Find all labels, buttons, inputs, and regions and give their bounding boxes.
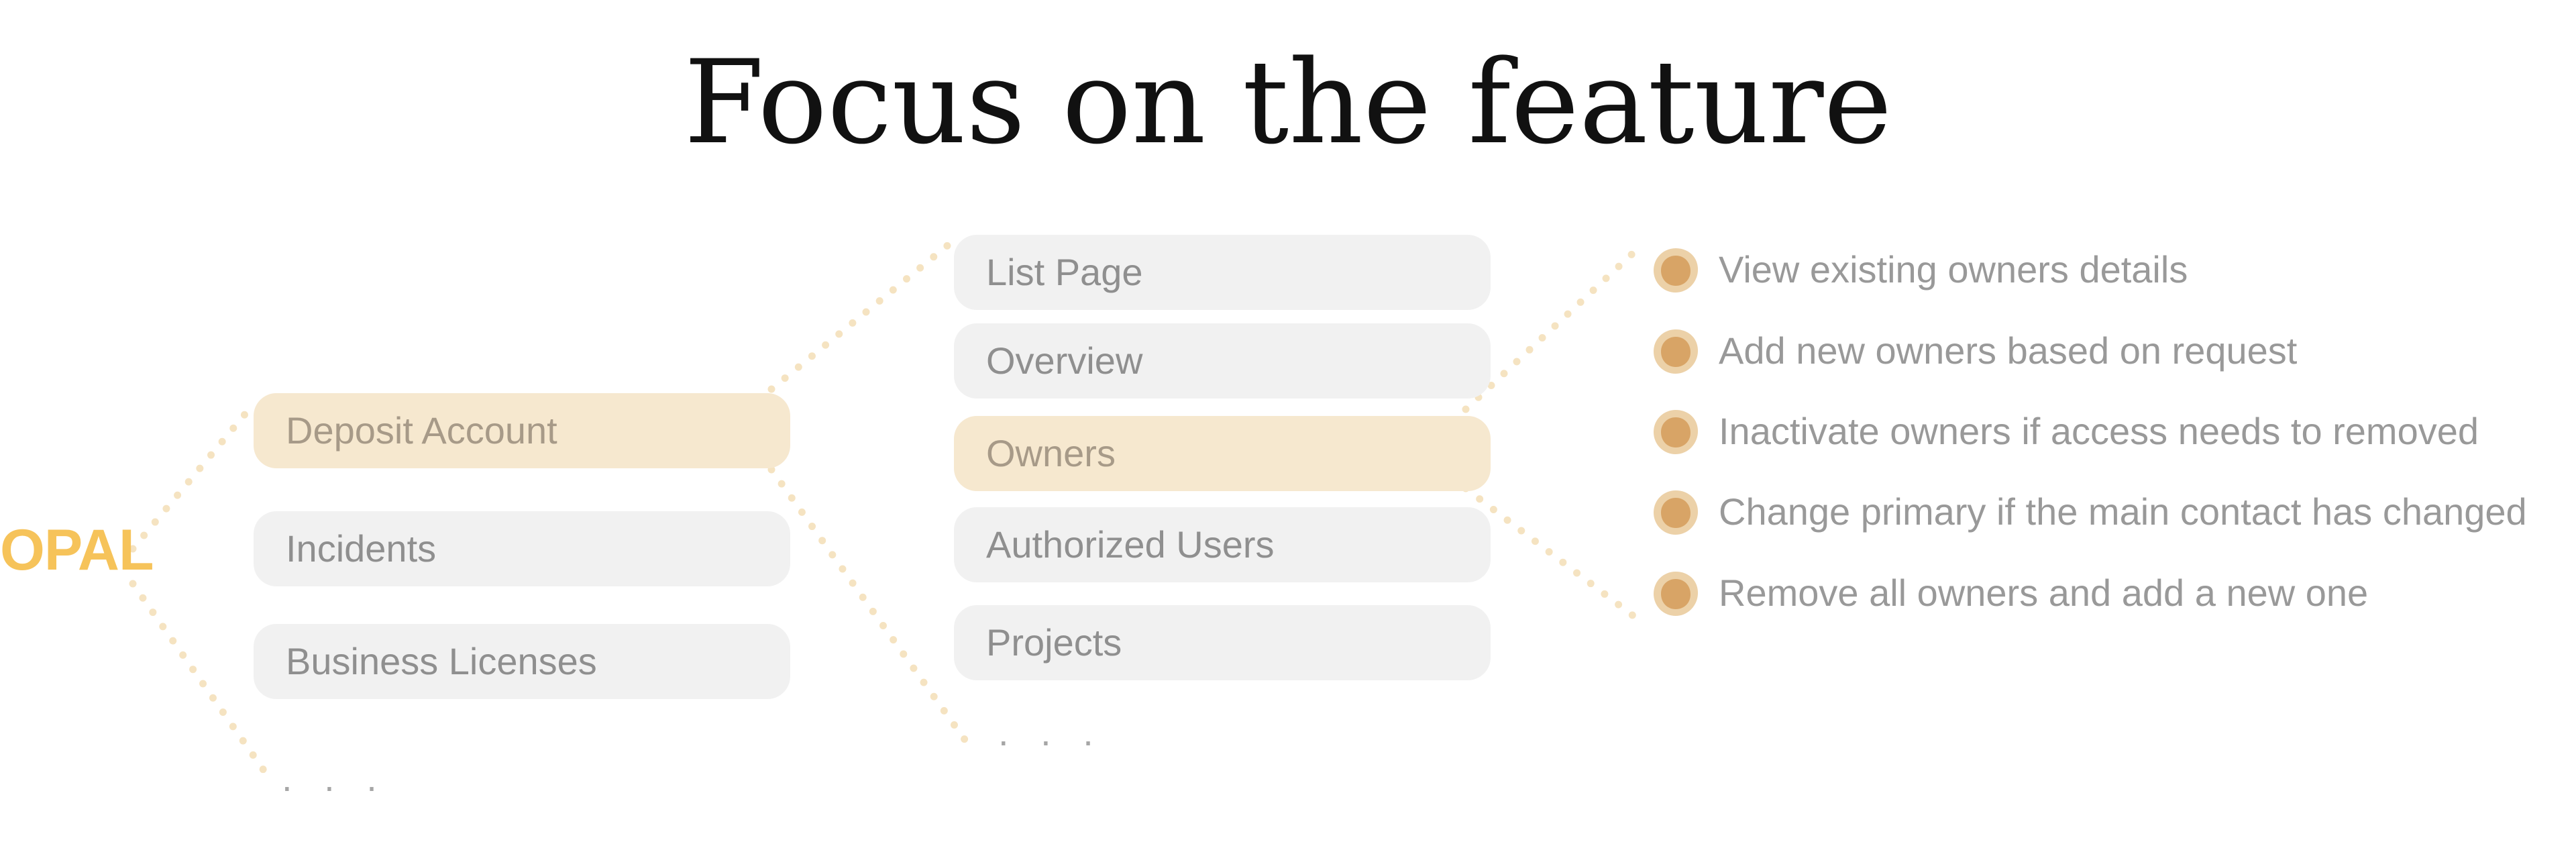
feature-text: Inactivate owners if access needs to rem… xyxy=(1719,410,2479,452)
node-list-page: List Page xyxy=(954,235,1491,310)
connector-deposit-account-to-list-page xyxy=(767,231,965,393)
root-node-opal: OPAL xyxy=(0,518,154,582)
connector-deposit-account-to-more xyxy=(767,466,970,745)
connector-opal-to-deposit-account xyxy=(129,400,258,553)
level2-more-ellipsis: . . . xyxy=(998,711,1104,753)
node-incidents: Incidents xyxy=(254,511,790,586)
node-owners: Owners xyxy=(954,416,1491,491)
level1-more-ellipsis: . . . xyxy=(282,757,388,799)
node-deposit-account: Deposit Account xyxy=(254,393,790,468)
feature-text: Remove all owners and add a new one xyxy=(1719,572,2369,614)
node-overview: Overview xyxy=(954,323,1491,399)
node-projects: Projects xyxy=(954,605,1491,680)
bullet-icon xyxy=(1654,572,1699,616)
node-business-licenses: Business Licenses xyxy=(254,624,790,699)
feature-text: Add new owners based on request xyxy=(1719,329,2298,372)
bullet-icon xyxy=(1654,329,1699,374)
bullet-icon xyxy=(1654,410,1699,454)
bullet-icon xyxy=(1654,248,1699,293)
feature-text: View existing owners details xyxy=(1719,248,2188,291)
page-title: Focus on the feature xyxy=(684,35,1892,170)
connector-owners-to-first-feature xyxy=(1462,246,1641,413)
feature-text: Change primary if the main contact has c… xyxy=(1719,490,2527,533)
node-authorized-users: Authorized Users xyxy=(954,507,1491,582)
connector-opal-to-more xyxy=(129,580,276,786)
bullet-icon xyxy=(1654,490,1699,535)
connector-owners-to-last-feature xyxy=(1462,484,1641,623)
